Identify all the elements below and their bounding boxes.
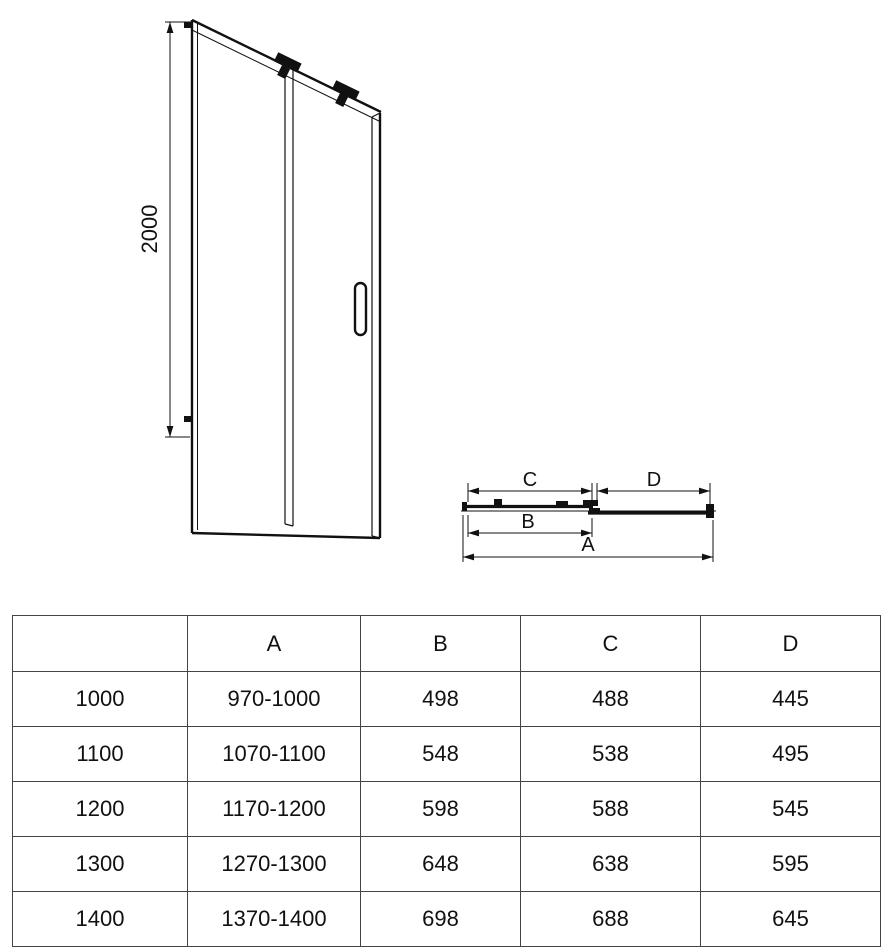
height-dim-label: 2000	[137, 205, 162, 254]
value-d-cell: 495	[700, 726, 881, 782]
value-b-cell: 498	[360, 671, 521, 727]
table-row: 1100 1070-1100 548 538 495	[12, 726, 881, 782]
value-b-cell: 698	[360, 891, 521, 947]
roller-left-icon	[273, 52, 302, 79]
dim-b-label: B	[521, 511, 534, 533]
col-header-size	[12, 615, 188, 672]
table-row: 1300 1270-1300 648 638 595	[12, 836, 881, 892]
value-c-cell: 488	[520, 671, 701, 727]
wall-anchor-top	[184, 22, 192, 28]
table-row: 1200 1170-1200 598 588 545	[12, 781, 881, 837]
table-header-row: A B C D	[12, 615, 881, 672]
col-header-b: B	[360, 615, 521, 672]
plan-hardware-2	[583, 500, 598, 506]
value-d-cell: 595	[700, 836, 881, 892]
plan-wall-profile	[706, 504, 714, 518]
size-cell: 1200	[12, 781, 188, 837]
value-d-cell: 645	[700, 891, 881, 947]
value-c-cell: 588	[520, 781, 701, 837]
value-a-cell: 970-1000	[187, 671, 361, 727]
size-cell: 1000	[12, 671, 188, 727]
value-c-cell: 638	[520, 836, 701, 892]
plan-dimensions: C D B A	[462, 469, 714, 562]
dim-c-label: C	[523, 469, 537, 491]
size-cell: 1300	[12, 836, 188, 892]
wall-anchor-bottom	[184, 416, 192, 422]
plan-view	[461, 499, 716, 518]
plan-handle-icon	[494, 499, 502, 505]
value-d-cell: 545	[700, 781, 881, 837]
value-d-cell: 445	[700, 671, 881, 727]
col-header-d: D	[700, 615, 881, 672]
value-b-cell: 548	[360, 726, 521, 782]
door-handle	[353, 281, 368, 337]
value-a-cell: 1370-1400	[187, 891, 361, 947]
value-b-cell: 648	[360, 836, 521, 892]
value-a-cell: 1070-1100	[187, 726, 361, 782]
size-cell: 1400	[12, 891, 188, 947]
spec-table: A B C D 1000 970-1000 498 488 445 1100 1…	[12, 615, 881, 947]
value-a-cell: 1270-1300	[187, 836, 361, 892]
value-c-cell: 538	[520, 726, 701, 782]
table-row: 1400 1370-1400 698 688 645	[12, 891, 881, 947]
table-row: 1000 970-1000 498 488 445	[12, 671, 881, 727]
col-header-a: A	[187, 615, 361, 672]
technical-drawing: 2000 C D	[137, 18, 716, 562]
roller-right-icon	[331, 80, 360, 107]
size-cell: 1100	[12, 726, 188, 782]
dim-a-label: A	[581, 534, 595, 556]
dim-d-label: D	[647, 469, 661, 491]
value-b-cell: 598	[360, 781, 521, 837]
col-header-c: C	[520, 615, 701, 672]
value-a-cell: 1170-1200	[187, 781, 361, 837]
front-view	[184, 18, 382, 540]
plan-hardware-1	[556, 501, 568, 507]
plan-end-bracket	[462, 502, 467, 511]
height-dimension: 2000	[137, 21, 192, 438]
plan-hardware-3	[589, 508, 600, 514]
value-c-cell: 688	[520, 891, 701, 947]
